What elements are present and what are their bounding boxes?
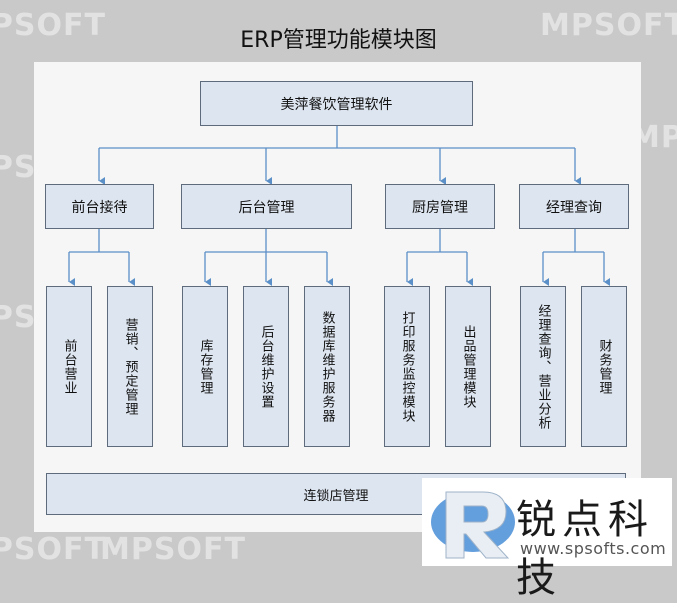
- submodule-label: 财务管理: [596, 338, 612, 395]
- submodule-label: 数据库维护服务器: [319, 310, 335, 423]
- module-node: 前台接待: [45, 184, 154, 229]
- submodule-label: 库存管理: [197, 338, 213, 395]
- submodule-node: 经理查询、营业分析: [520, 286, 566, 447]
- submodule-node: 出品管理模块: [445, 286, 491, 447]
- submodule-node: 后台维护设置: [243, 286, 289, 447]
- logo-url: www.spsofts.com: [520, 539, 667, 558]
- watermark: MPSOFT: [540, 8, 677, 43]
- module-node: 后台管理: [181, 184, 352, 229]
- submodule-node: 打印服务监控模块: [384, 286, 430, 447]
- module-node: 经理查询: [519, 184, 629, 229]
- submodule-node: 库存管理: [182, 286, 228, 447]
- submodule-label: 后台维护设置: [258, 324, 274, 409]
- chain-store-label: 连锁店管理: [303, 488, 369, 504]
- module-label: 厨房管理: [412, 199, 468, 216]
- submodule-label: 打印服务监控模块: [399, 310, 415, 423]
- module-node: 厨房管理: [385, 184, 495, 229]
- watermark: MPSOFT: [0, 8, 106, 43]
- submodule-label: 出品管理模块: [460, 324, 476, 409]
- module-label: 后台管理: [238, 199, 295, 216]
- module-label: 经理查询: [546, 199, 602, 216]
- connector-lines: [68, 126, 610, 286]
- diagram-title: ERP管理功能模块图: [240, 28, 437, 53]
- logo-mark: [431, 491, 515, 559]
- root-node: 美萍餐饮管理软件: [200, 81, 473, 126]
- module-label: 前台接待: [71, 199, 128, 216]
- submodule-node: 数据库维护服务器: [304, 286, 350, 447]
- root-node-label: 美萍餐饮管理软件: [280, 96, 393, 113]
- submodule-node: 财务管理: [581, 286, 627, 447]
- submodule-label: 前台营业: [61, 338, 77, 395]
- watermark: MPSOFT: [100, 532, 246, 567]
- watermark: MPSOFT: [0, 532, 106, 567]
- submodule-label: 经理查询、营业分析: [535, 303, 551, 430]
- submodule-node: 营销、预定管理: [107, 286, 153, 447]
- submodule-label: 营销、预定管理: [122, 317, 138, 416]
- submodule-node: 前台营业: [46, 286, 92, 447]
